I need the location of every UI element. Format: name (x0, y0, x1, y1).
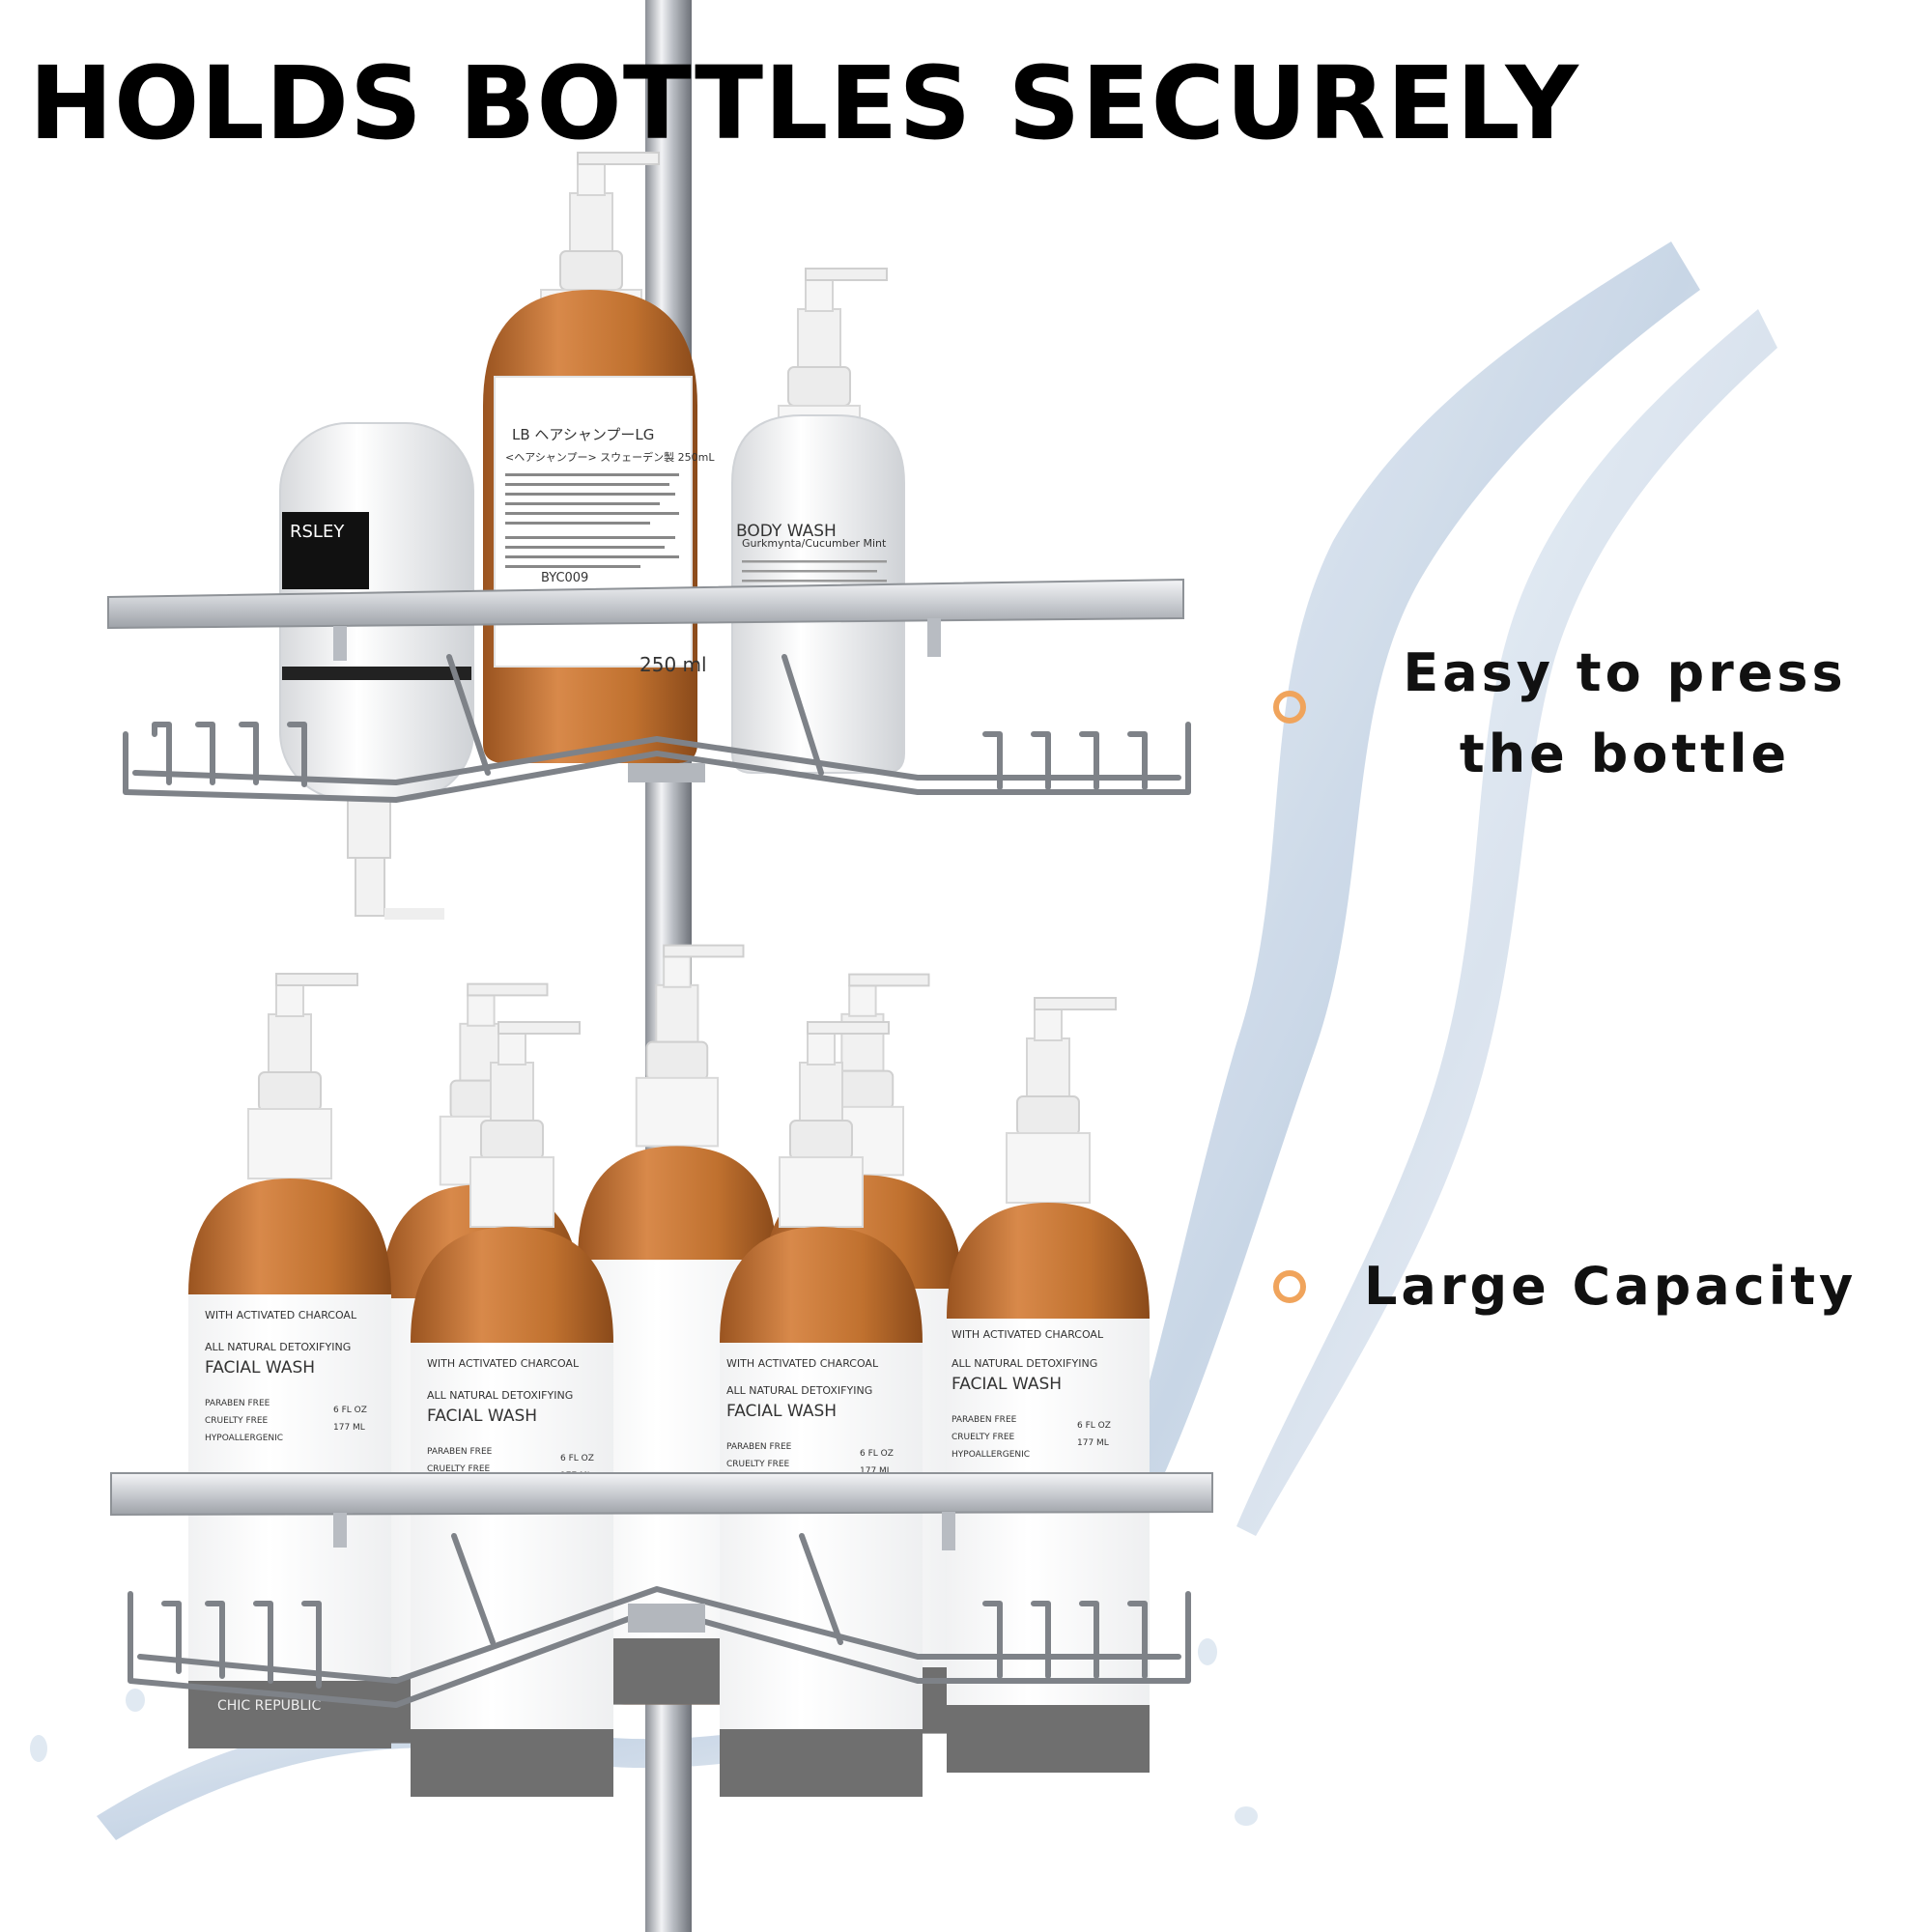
svg-text:WITH ACTIVATED CHARCOAL: WITH ACTIVATED CHARCOAL (726, 1357, 879, 1370)
svg-text:177 ML: 177 ML (860, 1466, 892, 1476)
svg-text:LB ヘアシャンプーLG: LB ヘアシャンプーLG (512, 426, 654, 443)
svg-text:PARABEN FREE: PARABEN FREE (205, 1399, 270, 1408)
svg-text:FACIAL WASH: FACIAL WASH (952, 1375, 1062, 1394)
svg-text:BODY WASH: BODY WASH (736, 522, 837, 541)
svg-text:6 FL OZ: 6 FL OZ (333, 1406, 367, 1415)
svg-text:FACIAL WASH: FACIAL WASH (427, 1406, 537, 1426)
svg-text:CRUELTY FREE: CRUELTY FREE (952, 1433, 1015, 1442)
svg-text:HYPOALLERGENIC: HYPOALLERGENIC (952, 1450, 1030, 1460)
svg-text:ALL NATURAL DETOXIFYING: ALL NATURAL DETOXIFYING (205, 1341, 351, 1353)
body-wash-bottle: BODY WASH Gurkmynta/Cucumber Mint (731, 268, 905, 774)
feature-easy-press-label: Easy to press the bottle (1364, 633, 1886, 794)
feature-large-capacity: Large Capacity (1273, 1246, 1857, 1327)
svg-text:PARABEN FREE: PARABEN FREE (952, 1415, 1017, 1425)
svg-text:ALL NATURAL DETOXIFYING: ALL NATURAL DETOXIFYING (726, 1384, 872, 1397)
svg-text:RSLEY: RSLEY (290, 522, 345, 542)
headline: HOLDS BOTTLES SECURELY (29, 44, 1579, 162)
svg-text:WITH ACTIVATED CHARCOAL: WITH ACTIVATED CHARCOAL (427, 1357, 580, 1370)
bottle-front-4: WITH ACTIVATED CHARCOAL ALL NATURAL DETO… (947, 998, 1150, 1773)
svg-text:CRUELTY FREE: CRUELTY FREE (427, 1464, 491, 1474)
svg-text:CHIC REPUBLIC: CHIC REPUBLIC (217, 1698, 321, 1714)
bottom-shelf: WITH ACTIVATED CHARCOAL ALL NATURAL DETO… (110, 946, 1213, 1797)
top-shelf: RSLEY LB ヘアシャンプーLG <ヘアシャンプー> スウェーデン製 250… (107, 152, 1191, 920)
bullet-circle-icon (1273, 691, 1306, 724)
svg-text:BYC009: BYC009 (541, 571, 588, 585)
svg-text:CRUELTY FREE: CRUELTY FREE (726, 1460, 790, 1469)
feature-easy-press-line2: the bottle (1459, 723, 1791, 784)
svg-text:PARABEN FREE: PARABEN FREE (427, 1447, 493, 1457)
svg-text:177 ML: 177 ML (1077, 1438, 1109, 1448)
svg-text:WITH ACTIVATED CHARCOAL: WITH ACTIVATED CHARCOAL (205, 1309, 357, 1321)
svg-text:6 FL OZ: 6 FL OZ (1077, 1421, 1111, 1431)
svg-text:ALL NATURAL DETOXIFYING: ALL NATURAL DETOXIFYING (427, 1389, 573, 1402)
feature-easy-press: Easy to press the bottle (1273, 633, 1886, 794)
feature-easy-press-line1: Easy to press (1403, 642, 1847, 703)
svg-text:HYPOALLERGENIC: HYPOALLERGENIC (205, 1434, 283, 1443)
svg-text:<ヘアシャンプー> スウェーデン製 250mL: <ヘアシャンプー> スウェーデン製 250mL (505, 450, 715, 464)
bottle-front-1: WITH ACTIVATED CHARCOAL ALL NATURAL DETO… (188, 974, 391, 1748)
svg-text:FACIAL WASH: FACIAL WASH (205, 1358, 315, 1378)
svg-text:CRUELTY FREE: CRUELTY FREE (205, 1416, 269, 1426)
svg-text:WITH ACTIVATED CHARCOAL: WITH ACTIVATED CHARCOAL (952, 1328, 1104, 1341)
svg-text:Gurkmynta/Cucumber Mint: Gurkmynta/Cucumber Mint (742, 537, 887, 550)
svg-text:FACIAL WASH: FACIAL WASH (726, 1402, 837, 1421)
svg-text:250 ml: 250 ml (639, 653, 707, 676)
svg-text:PARABEN FREE: PARABEN FREE (726, 1442, 792, 1452)
svg-text:ALL NATURAL DETOXIFYING: ALL NATURAL DETOXIFYING (952, 1357, 1097, 1370)
feature-large-capacity-label: Large Capacity (1364, 1256, 1858, 1317)
svg-text:6 FL OZ: 6 FL OZ (560, 1454, 594, 1463)
tipped-bottle: RSLEY (279, 422, 474, 920)
bullet-circle-icon (1273, 1269, 1306, 1303)
svg-text:177 ML: 177 ML (333, 1423, 365, 1433)
svg-text:6 FL OZ: 6 FL OZ (860, 1449, 894, 1459)
